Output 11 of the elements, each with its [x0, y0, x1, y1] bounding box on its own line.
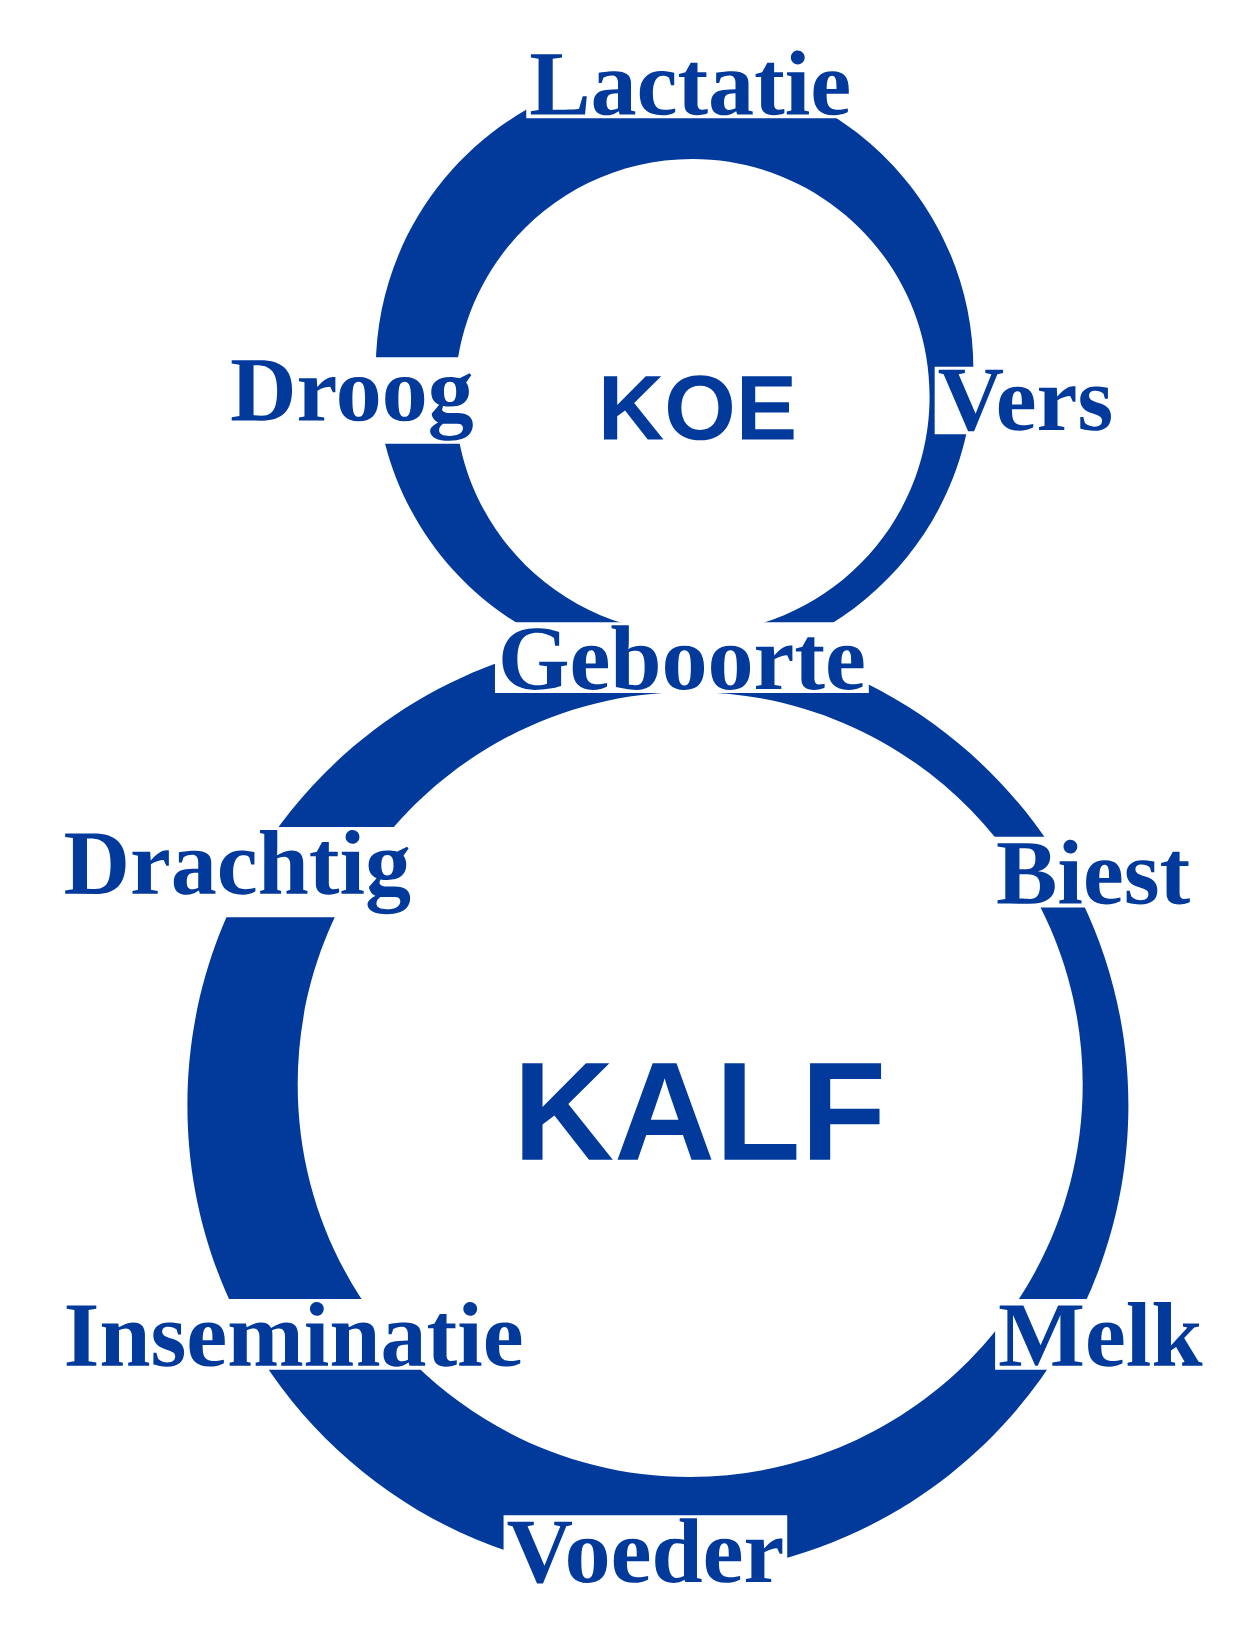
ring-label: Geboorte [494, 622, 869, 693]
ring-label: Voeder [503, 1515, 788, 1587]
ring-title: KOE [603, 375, 794, 441]
ring-label: Drachtig [60, 827, 415, 918]
ring-title: KALF [522, 1063, 882, 1160]
ring-label: Melk [995, 1298, 1206, 1370]
ring-label: Lactatie [526, 47, 855, 119]
ring-label: Droog [227, 357, 477, 444]
ring-label: Biest [993, 836, 1194, 908]
ring-label: Inseminatie [60, 1298, 527, 1370]
ring-label: Vers [934, 366, 1117, 435]
